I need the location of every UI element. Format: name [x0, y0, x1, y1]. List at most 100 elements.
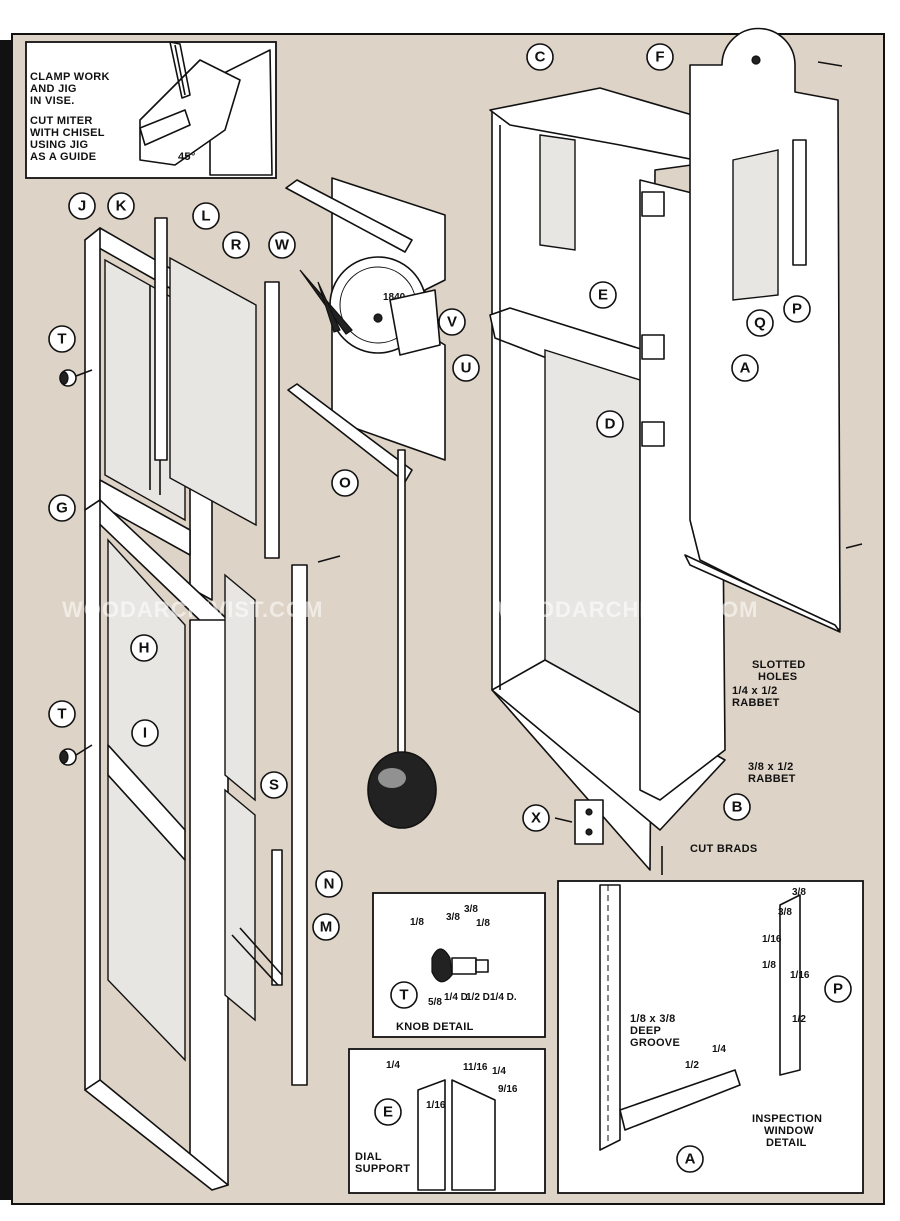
- miter-jig: [139, 59, 241, 166]
- upper-door-bottom-rail: [99, 479, 191, 556]
- svg-text:M: M: [320, 919, 333, 936]
- knob-upper: [59, 369, 93, 387]
- lower-door-middle-rail: [107, 744, 186, 861]
- svg-text:L: L: [201, 208, 210, 225]
- svg-text:E: E: [383, 1104, 393, 1121]
- pendulum-bob: [367, 751, 437, 829]
- dial-support-inset: 1/4 11/16 1/4 1/16 9/16 DIAL SUPPORT: [348, 1048, 546, 1194]
- knob-dim-c: 3/8: [464, 904, 478, 915]
- callout-p-inspection: P: [824, 975, 852, 1003]
- callout-h: H: [130, 634, 158, 662]
- callout-k: K: [107, 192, 135, 220]
- hinge-lower: [641, 421, 665, 447]
- svg-text:W: W: [275, 237, 290, 254]
- callout-r: R: [222, 231, 250, 259]
- vise-note-line4: CUT MITER: [30, 115, 93, 127]
- callout-f: F: [646, 43, 674, 71]
- slotted-note-line2: HOLES: [758, 671, 797, 683]
- groove-dim-a: 1/2: [685, 1060, 699, 1071]
- callout-c: C: [526, 43, 554, 71]
- callout-u: U: [452, 354, 480, 382]
- insp-dim-a: 3/8: [792, 887, 806, 898]
- callout-o: O: [331, 469, 359, 497]
- dial-dim-b: 11/16: [463, 1062, 488, 1073]
- dial-dim-a: 1/4: [386, 1060, 400, 1071]
- svg-text:R: R: [231, 237, 242, 254]
- knob-dim-b: 3/8: [446, 912, 460, 923]
- callout-e: E: [589, 281, 617, 309]
- callout-p: P: [783, 295, 811, 323]
- svg-text:F: F: [655, 49, 664, 66]
- workpiece: [139, 109, 191, 146]
- groove-note-line1: 1/8 x 3/8: [630, 1013, 676, 1025]
- svg-text:P: P: [792, 301, 802, 318]
- callout-i: I: [131, 719, 159, 747]
- callout-d: D: [596, 410, 624, 438]
- watermark-right: WOODARCHIVIST.COM: [497, 597, 758, 622]
- svg-text:N: N: [324, 876, 335, 893]
- part-q-window: [732, 149, 779, 301]
- rabbet1-note-line2: RABBET: [732, 697, 780, 709]
- inspection-title-line3: DETAIL: [766, 1137, 807, 1149]
- lower-door-left-stile: [84, 499, 101, 1091]
- minute-hand: [317, 281, 341, 333]
- callout-g: G: [48, 494, 76, 522]
- part-r-glass: [169, 256, 257, 527]
- knob-dim-d: 1/8: [476, 918, 490, 929]
- left-edge-bar: [0, 40, 12, 1200]
- dial-dim-d: 1/16: [426, 1100, 446, 1111]
- hinge-middle: [641, 334, 665, 360]
- part-n-strip: [271, 849, 283, 986]
- callout-a: A: [731, 354, 759, 382]
- callout-x: X: [522, 804, 550, 832]
- knob-dim-f: 1/4 D.: [444, 992, 471, 1003]
- screw-right: [845, 543, 863, 549]
- clock-case: [489, 87, 731, 871]
- vise-note-line3: IN VISE.: [30, 95, 75, 107]
- cut-brads-note: CUT BRADS: [690, 843, 757, 855]
- part-s-glass-lower: [224, 788, 256, 1022]
- svg-text:T: T: [57, 331, 66, 348]
- callout-a-inspection: A: [676, 1145, 704, 1173]
- screw-left: [317, 555, 341, 563]
- svg-text:E: E: [598, 287, 608, 304]
- inspection-title-line2: WINDOW: [764, 1125, 814, 1137]
- insp-dim-c: 1/16: [762, 934, 782, 945]
- inspection-title-line1: INSPECTION: [752, 1113, 822, 1125]
- hanging-hole: [751, 55, 761, 65]
- knob-detail-title: KNOB DETAIL: [396, 1021, 474, 1033]
- knob-dim-e: 5/8: [428, 997, 442, 1008]
- dial-dim-c: 1/4: [492, 1066, 506, 1077]
- knob-dim-g: 1/2 D.: [466, 992, 493, 1003]
- svg-text:D: D: [605, 416, 616, 433]
- part-n-corner: [231, 927, 283, 986]
- callout-w: W: [268, 231, 296, 259]
- svg-text:C: C: [535, 49, 546, 66]
- svg-text:J: J: [78, 198, 86, 215]
- svg-text:X: X: [531, 810, 541, 827]
- miter-angle-label: 45°: [178, 151, 196, 163]
- callout-j: J: [68, 192, 96, 220]
- knob-detail-inset: 1/8 3/8 3/8 1/8 5/8 1/4 D. 1/2 D. 1/4 D.…: [372, 892, 546, 1038]
- callout-b: B: [723, 793, 751, 821]
- dial-support-title-line1: DIAL: [355, 1151, 382, 1163]
- inspection-window-inset: 3/8 3/8 1/16 1/8 1/16 1/2 1/2 1/4 1/8 x …: [557, 880, 864, 1194]
- callout-q: Q: [746, 309, 774, 337]
- callout-l: L: [192, 202, 220, 230]
- back-bottom-edge: [684, 554, 841, 633]
- callout-n: N: [315, 870, 343, 898]
- vise-note-line6: USING JIG: [30, 139, 88, 151]
- callout-s: S: [260, 771, 288, 799]
- part-m-strip: [291, 564, 308, 1086]
- svg-text:I: I: [143, 725, 147, 742]
- pendulum-rod: [397, 449, 406, 801]
- callout-m: M: [312, 913, 340, 941]
- svg-text:U: U: [461, 360, 472, 377]
- rabbet2-note-line1: 3/8 x 1/2: [748, 761, 794, 773]
- svg-text:A: A: [740, 360, 751, 377]
- part-v-plate: [389, 289, 441, 356]
- watermark-left: WOODARCHIVIST.COM: [62, 597, 323, 622]
- vise-inset: CLAMP WORK AND JIG IN VISE. CUT MITER WI…: [25, 41, 277, 179]
